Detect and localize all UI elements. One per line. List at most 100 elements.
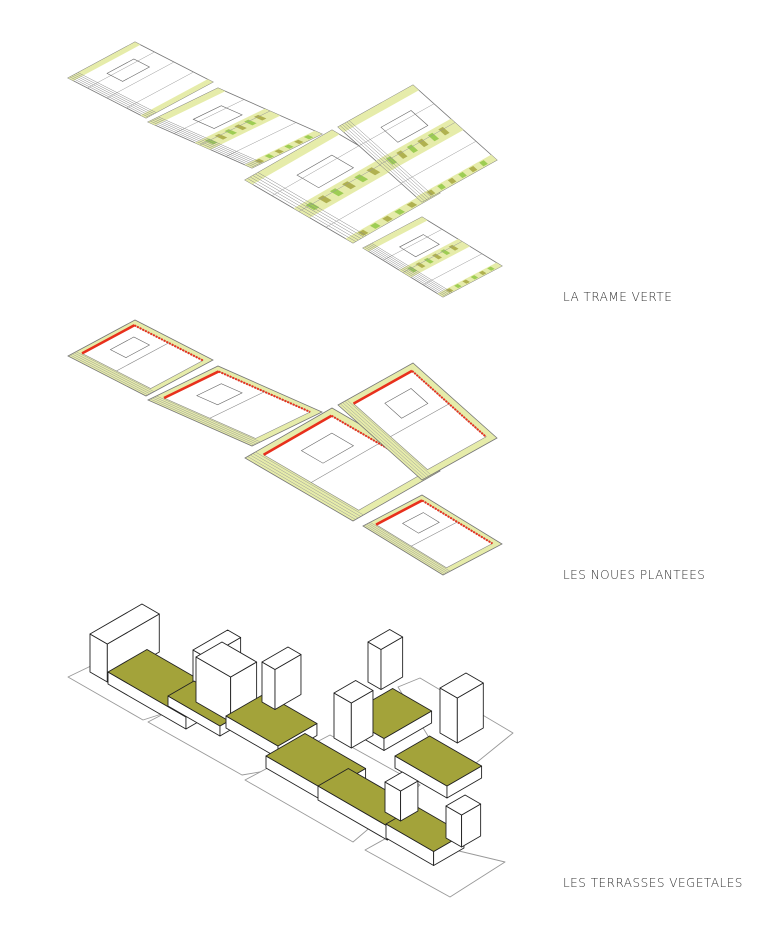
grid-line: [411, 521, 458, 547]
noues-plantees-diagram: [67, 319, 503, 576]
planting-patch: [317, 195, 332, 204]
block-roof: [384, 771, 419, 792]
planting-patch: [440, 249, 451, 255]
planting-patch: [254, 158, 265, 164]
grid-line: [379, 122, 456, 165]
block-roof: [439, 672, 484, 699]
green-band: [338, 85, 419, 133]
grid-line: [255, 451, 364, 516]
planting-patch: [447, 177, 457, 185]
building-footprint: [192, 105, 243, 129]
green-band: [363, 217, 428, 252]
label-terrasses-vegetales: LES TERRASSES VEGETALES: [563, 876, 743, 890]
planting-patch: [234, 124, 247, 131]
planting-patch: [294, 139, 304, 145]
planting-patch: [224, 129, 238, 135]
parcel: [362, 494, 503, 576]
planting-patch: [366, 167, 381, 176]
planting-patch: [487, 266, 495, 271]
grid-line: [422, 253, 483, 285]
grid-line: [199, 110, 271, 146]
grid-line: [364, 524, 445, 575]
planting-patch: [406, 201, 418, 208]
grid-line: [252, 453, 361, 517]
building-footprint: [384, 388, 429, 419]
planting-patch: [394, 208, 405, 215]
noue-red-line: [163, 370, 220, 400]
planting-patch: [284, 144, 294, 149]
grid-line: [173, 99, 245, 134]
planting-patch: [445, 288, 454, 293]
noue-red-line: [352, 369, 413, 405]
planting-patch: [342, 181, 356, 190]
noue-red-dashed-line: [218, 370, 311, 413]
planting-patch: [264, 154, 275, 159]
block-roof: [445, 794, 482, 816]
noue-red-line: [81, 324, 135, 355]
planting-patch: [468, 166, 478, 173]
noue-red-dashed-line: [421, 499, 494, 545]
grid-line: [325, 177, 414, 228]
building-footprint: [380, 110, 429, 143]
block-face: [261, 661, 276, 710]
planting-patch: [305, 202, 320, 211]
grid-line: [116, 342, 169, 372]
grid-line: [298, 161, 387, 212]
grid-line: [250, 454, 359, 519]
green-band: [140, 79, 213, 118]
parcel: [67, 319, 214, 397]
block-roof: [261, 646, 302, 670]
building-footprint: [401, 512, 440, 534]
parcel: [147, 87, 323, 169]
building-footprint: [296, 154, 355, 189]
noue-red-line: [263, 414, 333, 456]
grid-line: [340, 403, 425, 479]
grid-line: [209, 391, 265, 419]
grid-line: [71, 353, 151, 395]
green-band: [68, 42, 141, 81]
tower-block: [333, 680, 374, 749]
planting-patch: [426, 189, 436, 196]
tower-block: [384, 771, 419, 822]
block-roof: [367, 629, 404, 650]
planting-patch: [244, 119, 257, 126]
planting-patch: [462, 279, 470, 284]
noue-red-dashed-line: [411, 370, 487, 438]
grid-line: [390, 403, 450, 437]
grid-line: [73, 352, 153, 393]
planting-patch: [329, 188, 344, 197]
grid-line: [368, 522, 449, 573]
planting-patch: [274, 149, 284, 154]
building-footprint: [196, 383, 243, 406]
grid-line: [369, 522, 451, 572]
grid-line: [126, 71, 194, 109]
grid-line: [311, 443, 380, 483]
tower-block: [439, 672, 484, 744]
ground-plate: [364, 834, 506, 898]
planting-patch: [385, 156, 398, 165]
planting-patch: [407, 266, 418, 273]
grid-line: [358, 103, 435, 146]
green-band: [437, 262, 502, 297]
terrasses-vegetales-diagram: [67, 603, 514, 898]
parcel: [337, 84, 498, 203]
grid-line: [156, 395, 261, 443]
planting-patch: [382, 215, 393, 222]
block-roof: [89, 603, 160, 645]
building-footprint: [109, 336, 151, 358]
green-band: [245, 130, 340, 185]
green-roof-terrace: [225, 693, 318, 747]
planting-patch: [458, 171, 467, 179]
label-trame-verte: LA TRAME VERTE: [563, 290, 673, 304]
grid-line: [344, 401, 429, 477]
parcel: [362, 216, 503, 298]
grid-line: [342, 402, 427, 478]
green-band: [244, 130, 322, 168]
parcel: [244, 129, 441, 244]
grid-line: [106, 61, 175, 99]
noue-red-line: [375, 499, 423, 526]
label-noues-plantees: LES NOUES PLANTEES: [563, 568, 706, 582]
green-band: [345, 188, 440, 243]
building-footprint: [399, 234, 440, 258]
